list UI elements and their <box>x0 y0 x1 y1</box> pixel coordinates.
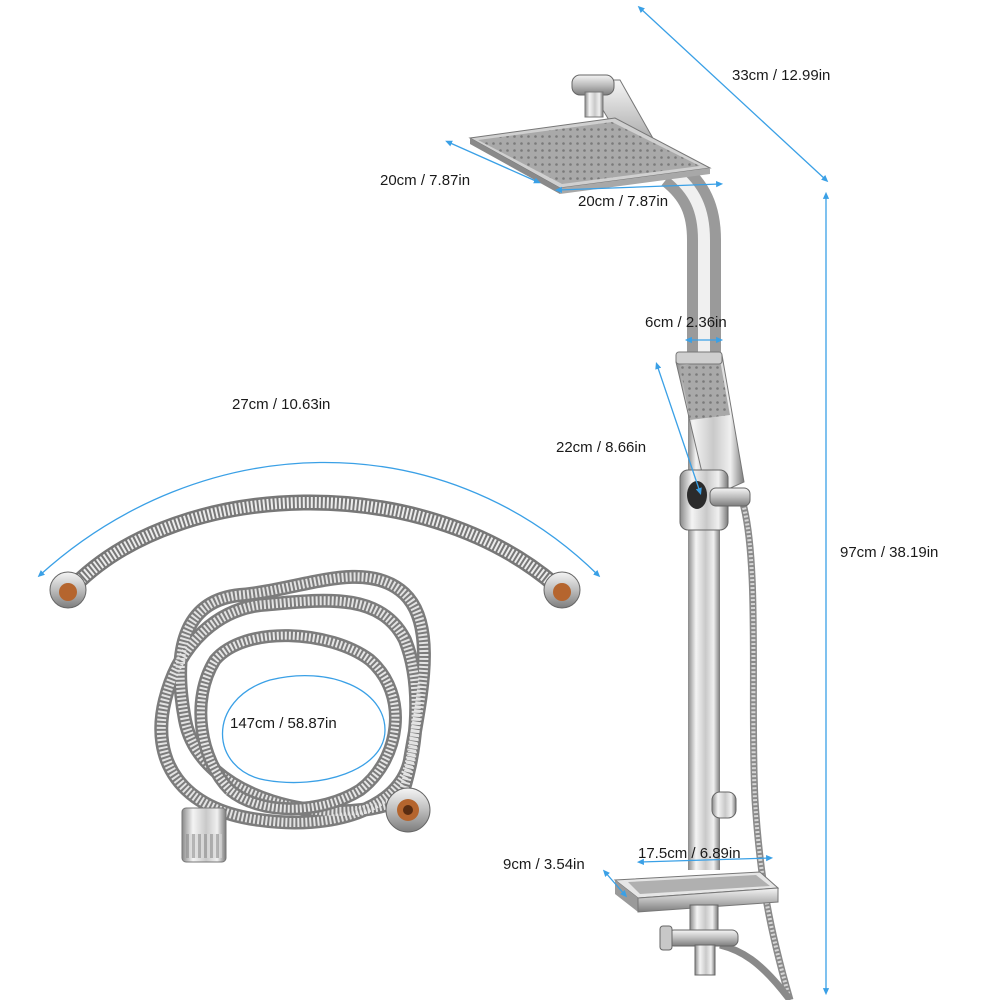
dimension-arrows <box>37 5 830 996</box>
bar-width-label: 6cm / 2.36in <box>645 314 727 331</box>
hand-shower-length-label: 22cm / 8.66in <box>556 439 647 456</box>
head-depth-label: 20cm / 7.87in <box>380 172 471 189</box>
total-height-label: 97cm / 38.19in <box>840 544 939 561</box>
total-width-label: 33cm / 12.99in <box>732 67 831 84</box>
short-flexible-hose <box>49 494 581 609</box>
short-hose-length-label: 27cm / 10.63in <box>232 396 331 413</box>
long-hose-length-label: 147cm / 58.87in <box>230 715 337 732</box>
soap-dish-depth-label: 9cm / 3.54in <box>503 856 585 873</box>
head-width-label: 20cm / 7.87in <box>578 193 669 210</box>
coiled-long-hose <box>154 569 431 863</box>
diverter-valve <box>659 904 739 976</box>
soap-dish-width-label: 17.5cm / 6.89in <box>638 845 741 862</box>
